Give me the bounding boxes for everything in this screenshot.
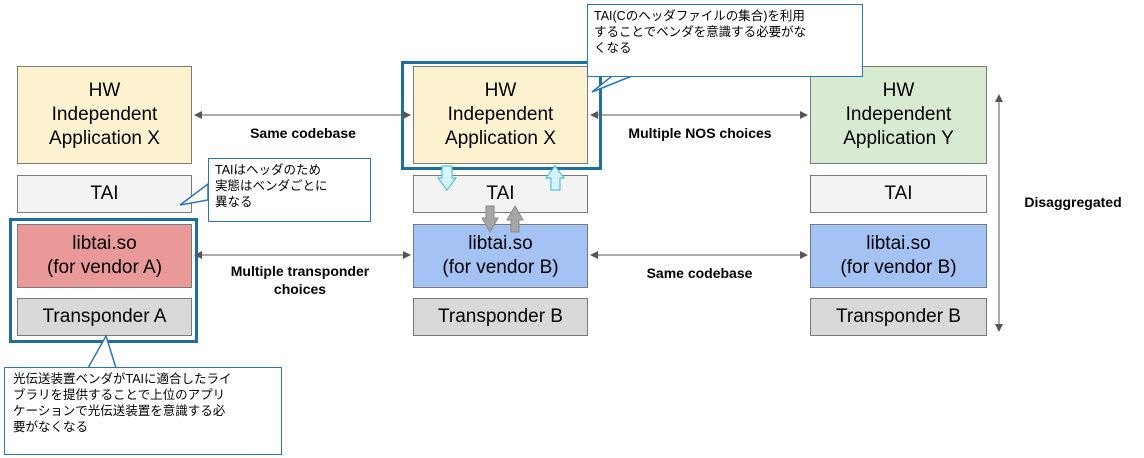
app-box-col1: HW Independent Application X [17, 66, 192, 164]
transponder-box-col3: Transponder B [810, 298, 987, 336]
callout-middle: TAIはヘッダのため 実態はベンダごとに 異なる [208, 158, 371, 222]
label-multiple-nos: Multiple NOS choices [628, 125, 772, 141]
callout-bottom: 光伝送装置ベンダがTAIに適合したライ ブラリを提供することで上位のアプリ ケー… [4, 367, 282, 455]
libtai-box-col2: libtai.so (for vendor B) [413, 224, 588, 288]
callout-middle-pointer [179, 182, 209, 206]
callout-top: TAI(Cのヘッダファイルの集合)を利用 することでベンダを意識する必要がな く… [587, 4, 863, 77]
tai-box-col1: TAI [17, 175, 192, 213]
app-box-col3: HW Independent Application Y [810, 66, 987, 164]
callout-top-pointer [591, 75, 633, 93]
transponder-box-col1: Transponder A [17, 298, 192, 336]
label-disaggregated: Disaggregated [1024, 194, 1122, 210]
label-same-codebase-bottom: Same codebase [646, 265, 753, 281]
down-arrow-app-to-tai [437, 165, 457, 191]
libtai-box-col3: libtai.so (for vendor B) [810, 224, 987, 288]
app-box-col2: HW Independent Application X [413, 66, 588, 164]
up-arrow-tai-to-app [545, 165, 565, 191]
label-same-codebase-top: Same codebase [250, 125, 356, 141]
libtai-box-col1: libtai.so (for vendor A) [17, 224, 192, 288]
tai-box-col3: TAI [810, 175, 987, 213]
callout-bottom-pointer [86, 334, 118, 369]
label-multiple-transponder: Multiple transponder choices [230, 263, 370, 297]
transponder-box-col2: Transponder B [413, 298, 588, 336]
down-arrow-tai-to-lib [481, 205, 499, 234]
up-arrow-lib-to-tai [506, 204, 524, 233]
